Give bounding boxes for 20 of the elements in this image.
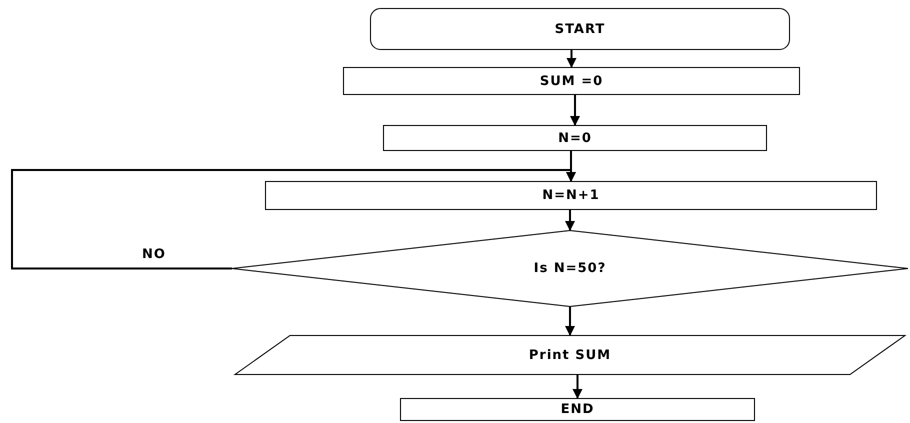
process-box [383, 125, 767, 151]
step-text: N=0 [558, 130, 592, 146]
decision-diamond [232, 230, 908, 307]
process-box [343, 67, 800, 95]
output-parallelogram [235, 335, 905, 375]
step-text: N=N+1 [542, 188, 600, 203]
arrow [572, 375, 582, 399]
step-text: Is N=50? [534, 261, 606, 276]
terminal-box [370, 8, 790, 50]
step-text: START [554, 22, 606, 36]
arrow [565, 307, 575, 336]
arrow [570, 95, 580, 126]
terminal-box [400, 398, 755, 421]
arrow [566, 50, 576, 68]
step-text: SUM =0 [540, 74, 604, 88]
step-text: Print SUM [528, 348, 612, 362]
loop-arrow [11, 169, 576, 270]
step-text: END [560, 402, 594, 417]
arrow [565, 210, 575, 231]
process-box [265, 181, 877, 210]
